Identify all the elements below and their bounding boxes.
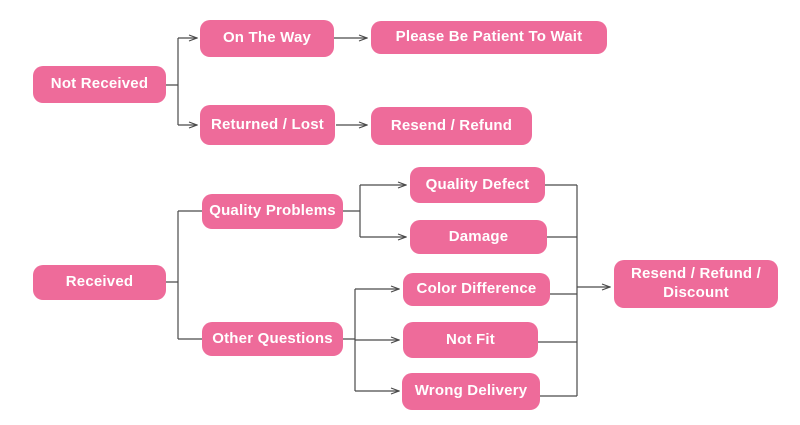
node-please-be-patient-to-wait: Please Be Patient To Wait xyxy=(371,21,607,54)
edge-not-received-trunk xyxy=(166,38,179,125)
node-other-questions: Other Questions xyxy=(202,322,343,356)
edge-collector-trunk xyxy=(538,184,578,397)
edge-other-questions-trunk xyxy=(343,289,356,391)
node-returned-lost: Returned / Lost xyxy=(200,105,335,145)
node-quality-problems: Quality Problems xyxy=(202,194,343,229)
node-resend-refund-discount: Resend / Refund / Discount xyxy=(614,260,778,308)
edge-quality-problems-trunk xyxy=(343,185,361,237)
node-received: Received xyxy=(33,265,166,300)
node-resend-refund: Resend / Refund xyxy=(371,107,532,145)
node-wrong-delivery: Wrong Delivery xyxy=(402,373,540,410)
edge-received-trunk xyxy=(166,210,202,340)
node-quality-defect: Quality Defect xyxy=(410,167,545,203)
node-not-fit: Not Fit xyxy=(403,322,538,358)
node-damage: Damage xyxy=(410,220,547,254)
node-not-received: Not Received xyxy=(33,66,166,103)
node-color-difference: Color Difference xyxy=(403,273,550,306)
node-on-the-way: On The Way xyxy=(200,20,334,57)
